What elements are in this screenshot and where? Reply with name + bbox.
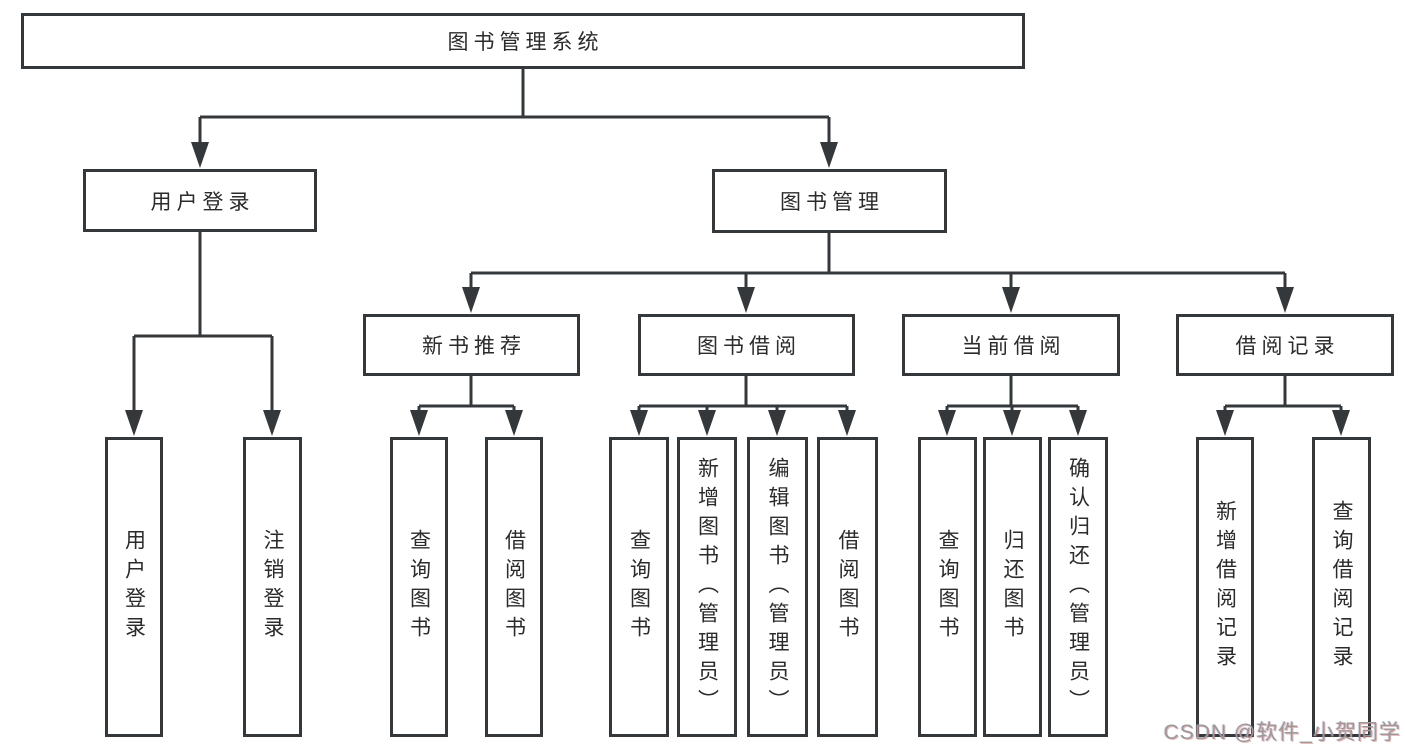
arrow-icon bbox=[505, 410, 523, 436]
arrowheads bbox=[125, 142, 1350, 436]
node-new-book-recommend: 新书推荐 bbox=[363, 314, 580, 376]
csdn-watermark: CSDN @软件_小贺同学 bbox=[1163, 721, 1401, 744]
node-label: 查询图书 bbox=[627, 529, 651, 645]
leaf-add-borrow-record: 新增借阅记录 bbox=[1196, 437, 1254, 737]
node-label: 用户登录 bbox=[150, 190, 255, 214]
node-label: 当前借阅 bbox=[961, 335, 1066, 358]
leaf-query-borrow-record: 查询借阅记录 bbox=[1312, 437, 1371, 737]
leaf-user-login: 用户登录 bbox=[105, 437, 163, 737]
leaf-query-books-current: 查询图书 bbox=[918, 437, 977, 737]
node-label: 新增图书（管理员） bbox=[695, 456, 719, 718]
node-user-login: 用户登录 bbox=[83, 169, 317, 232]
connector-root-split bbox=[198, 69, 831, 147]
arrow-icon bbox=[410, 410, 428, 436]
node-label: 图书管理系统 bbox=[447, 31, 604, 54]
leaf-confirm-return-admin: 确认归还（管理员） bbox=[1048, 437, 1108, 737]
node-borrowing-records: 借阅记录 bbox=[1176, 314, 1394, 376]
node-book-borrowing: 图书借阅 bbox=[638, 314, 855, 376]
leaf-borrow-books-recommend: 借阅图书 bbox=[485, 437, 543, 737]
arrow-icon bbox=[737, 287, 755, 313]
arrow-icon bbox=[698, 410, 716, 436]
arrow-icon bbox=[191, 142, 209, 168]
arrow-icon bbox=[938, 410, 956, 436]
connector-newbooks-split bbox=[417, 376, 516, 415]
arrow-icon bbox=[125, 410, 143, 436]
node-label: 借阅图书 bbox=[502, 529, 526, 645]
arrow-icon bbox=[630, 410, 648, 436]
leaf-add-books-admin: 新增图书（管理员） bbox=[677, 437, 737, 737]
node-label: 新增借阅记录 bbox=[1213, 500, 1237, 674]
arrow-icon bbox=[1216, 410, 1234, 436]
node-current-borrowing: 当前借阅 bbox=[902, 314, 1120, 376]
connector-bookborrow-split bbox=[637, 376, 849, 415]
arrow-icon bbox=[768, 410, 786, 436]
leaf-borrow-books-borrowing: 借阅图书 bbox=[817, 437, 878, 737]
arrow-icon bbox=[838, 410, 856, 436]
arrow-icon bbox=[820, 142, 838, 168]
connector-records-split bbox=[1223, 376, 1343, 415]
node-label: 归还图书 bbox=[1001, 529, 1024, 645]
connector-userlogin-split bbox=[132, 232, 274, 415]
node-label: 查询图书 bbox=[407, 529, 431, 645]
node-label: 借阅图书 bbox=[836, 529, 859, 645]
leaf-return-books: 归还图书 bbox=[983, 437, 1042, 737]
connector-bookmgmt-split bbox=[469, 233, 1287, 292]
arrow-icon bbox=[1332, 410, 1350, 436]
node-label: 编辑图书（管理员） bbox=[766, 456, 789, 718]
node-label: 查询图书 bbox=[936, 529, 959, 645]
node-book-management: 图书管理 bbox=[712, 169, 947, 233]
node-label: 确认归还（管理员） bbox=[1066, 456, 1090, 718]
arrow-icon bbox=[1276, 287, 1294, 313]
leaf-query-books-recommend: 查询图书 bbox=[390, 437, 448, 737]
node-label: 借阅记录 bbox=[1235, 335, 1340, 358]
leaf-edit-books-admin: 编辑图书（管理员） bbox=[747, 437, 808, 737]
node-label: 注销登录 bbox=[261, 529, 284, 645]
connector-currentborrow-split bbox=[945, 376, 1080, 415]
arrow-icon bbox=[1002, 287, 1020, 313]
arrow-icon bbox=[462, 287, 480, 313]
leaf-query-books-borrowing: 查询图书 bbox=[609, 437, 669, 737]
node-label: 图书管理 bbox=[780, 191, 884, 214]
node-label: 新书推荐 bbox=[422, 335, 526, 358]
node-library-management-system: 图书管理系统 bbox=[21, 13, 1025, 69]
arrow-icon bbox=[1003, 410, 1021, 436]
node-label: 图书借阅 bbox=[697, 335, 801, 358]
node-label: 查询借阅记录 bbox=[1330, 500, 1353, 674]
node-label: 用户登录 bbox=[122, 529, 146, 645]
leaf-logout: 注销登录 bbox=[243, 437, 302, 737]
arrow-icon bbox=[263, 410, 281, 436]
arrow-icon bbox=[1069, 410, 1087, 436]
